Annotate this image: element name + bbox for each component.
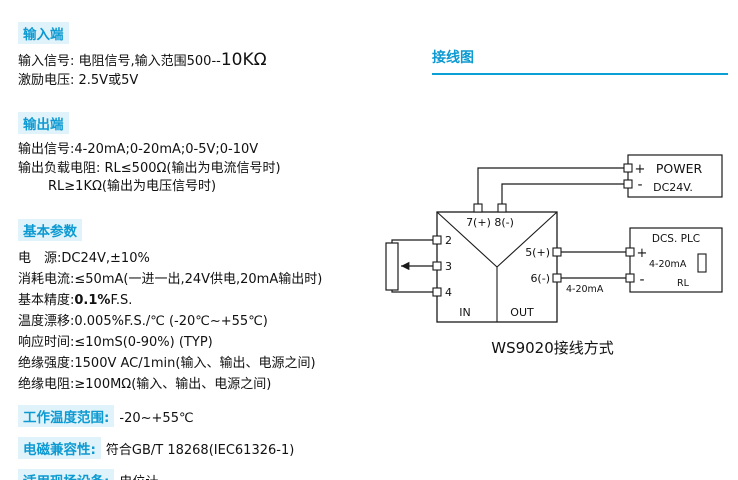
terminal-label-3: 3 xyxy=(445,260,452,273)
dcs-range-label: 4-20mA xyxy=(649,259,687,270)
power-box xyxy=(627,154,723,198)
spec-insulation-resistance: 绝缘电阻:≥100MΩ(输入、输出、电源之间) xyxy=(18,376,272,392)
wire-pot-top xyxy=(391,239,433,243)
out-label: OUT xyxy=(510,306,534,319)
power-plus-terminal xyxy=(623,163,633,173)
terminal-8 xyxy=(497,203,507,213)
input-signal-text: 输入信号: 电阻信号,输入范围500-- xyxy=(18,54,221,69)
dcs-minus-terminal xyxy=(625,273,635,283)
dcs-plus-label: + xyxy=(637,246,648,261)
spec-output-signal: 输出信号:4-20mA;0-20mA;0-5V;0-10V xyxy=(18,142,259,157)
spec-temperature-drift: 温度漂移:0.005%F.S./℃ (-20℃~+55℃) xyxy=(18,313,268,329)
emc-row: 电磁兼容性:符合GB/T 18268(IEC61326-1) xyxy=(18,436,426,459)
rl-label: RL xyxy=(677,278,690,289)
power-plus-label: + xyxy=(635,162,646,177)
dcs-plc-box xyxy=(629,227,723,293)
specs-column: 输入端 输入信号: 电阻信号,输入范围500--10KΩ 激励电压: 2.5V或… xyxy=(18,22,426,480)
temp-range-label: 工作温度范围: xyxy=(18,404,115,427)
section-heading-output: 输出端 xyxy=(18,112,69,134)
accuracy-label: 基本精度: xyxy=(18,292,75,308)
loop-current-label: 4-20mA xyxy=(566,284,604,295)
terminal-4 xyxy=(432,287,442,297)
power-title: POWER xyxy=(656,161,703,176)
spec-output-load-2: RL≥1KΩ(输出为电压信号时) xyxy=(48,179,217,194)
power-minus-label: - xyxy=(637,177,642,193)
terminal-5 xyxy=(552,247,562,257)
terminal-label-7-8: 7(+) 8(-) xyxy=(466,216,514,229)
temp-range-value: -20~+55℃ xyxy=(119,410,194,426)
terminal-label-6: 6(-) xyxy=(530,272,550,285)
terminal-6 xyxy=(552,273,562,283)
spec-excitation-voltage: 激励电压: 2.5V或5V xyxy=(18,72,139,88)
wire-8-to-power-minus xyxy=(501,183,624,208)
spec-insulation-strength: 绝缘强度:1500V AC/1min(输入、输出、电源之间) xyxy=(18,355,316,371)
spec-output-load: 输出负载电阻: RL≤500Ω(输出为电流信号时) xyxy=(18,160,281,176)
spec-consumption-current: 消耗电流:≤50mA(一进一出,24V供电,20mA输出时) xyxy=(18,271,323,287)
wiring-section-header: 接线图 xyxy=(432,47,728,75)
wiring-heading: 接线图 xyxy=(432,50,474,66)
load-resistor-symbol xyxy=(697,253,707,273)
temp-range-row: 工作温度范围:-20~+55℃ xyxy=(18,404,426,427)
terminal-label-2: 2 xyxy=(445,234,452,247)
spec-accuracy: 基本精度:0.1%F.S. xyxy=(18,290,426,311)
potentiometer-symbol xyxy=(385,242,399,291)
power-subtitle: DC24V. xyxy=(653,181,693,194)
section-heading-basic: 基本参数 xyxy=(18,218,82,241)
section-heading-input: 输入端 xyxy=(18,22,69,44)
in-label: IN xyxy=(459,306,470,319)
accuracy-unit: F.S. xyxy=(110,292,133,308)
field-device-value: 电位计 xyxy=(119,475,158,480)
terminal-2 xyxy=(432,235,442,245)
spec-input-signal: 输入信号: 电阻信号,输入范围500--10KΩ xyxy=(18,51,426,72)
field-device-label: 适用现场设备: xyxy=(18,468,115,480)
field-device-row: 适用现场设备: 电位计 xyxy=(18,468,426,480)
diagram-caption: WS9020接线方式 xyxy=(491,339,614,357)
wire-pot-bottom xyxy=(391,290,433,293)
power-minus-terminal xyxy=(623,179,633,189)
input-signal-range-big: 10KΩ xyxy=(220,50,267,70)
dcs-minus-label: - xyxy=(639,272,644,288)
terminal-label-5: 5(+) xyxy=(525,246,550,259)
wire-7-to-power-plus xyxy=(477,167,624,208)
dcs-plc-title: DCS. PLC xyxy=(652,233,700,245)
isolator-divider xyxy=(436,211,558,322)
terminal-7 xyxy=(473,203,483,213)
terminal-label-4: 4 xyxy=(445,286,452,299)
terminal-squares xyxy=(432,163,635,297)
terminal-3 xyxy=(432,261,442,271)
spec-power-supply: 电 源:DC24V,±10% xyxy=(18,250,150,266)
accuracy-value: 0.1% xyxy=(74,292,111,308)
spec-response-time: 响应时间:≤10mS(0-90%) (TYP) xyxy=(18,334,213,350)
dcs-plus-terminal xyxy=(625,247,635,257)
emc-value: 符合GB/T 18268(IEC61326-1) xyxy=(105,442,295,458)
emc-label: 电磁兼容性: xyxy=(18,436,101,459)
wiring-diagram: 7(+) 8(-) 2 3 4 5(+) 6(-) IN OUT POWER D… xyxy=(385,154,723,323)
